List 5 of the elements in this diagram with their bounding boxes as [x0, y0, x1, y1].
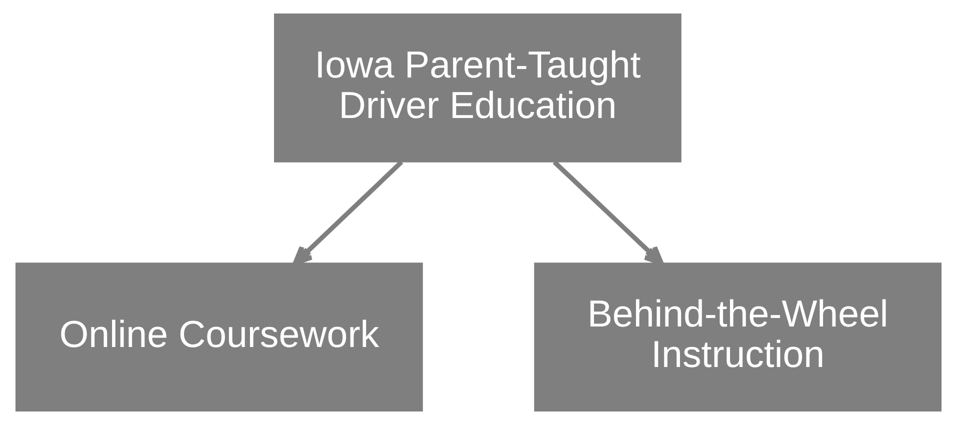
node-box: Behind-the-Wheel Instruction [534, 262, 942, 412]
node-box: Online Coursework [14, 262, 422, 412]
arrow [292, 160, 403, 266]
node-box: Iowa Parent-Taught Driver Education [274, 14, 681, 162]
arrow [552, 160, 664, 266]
